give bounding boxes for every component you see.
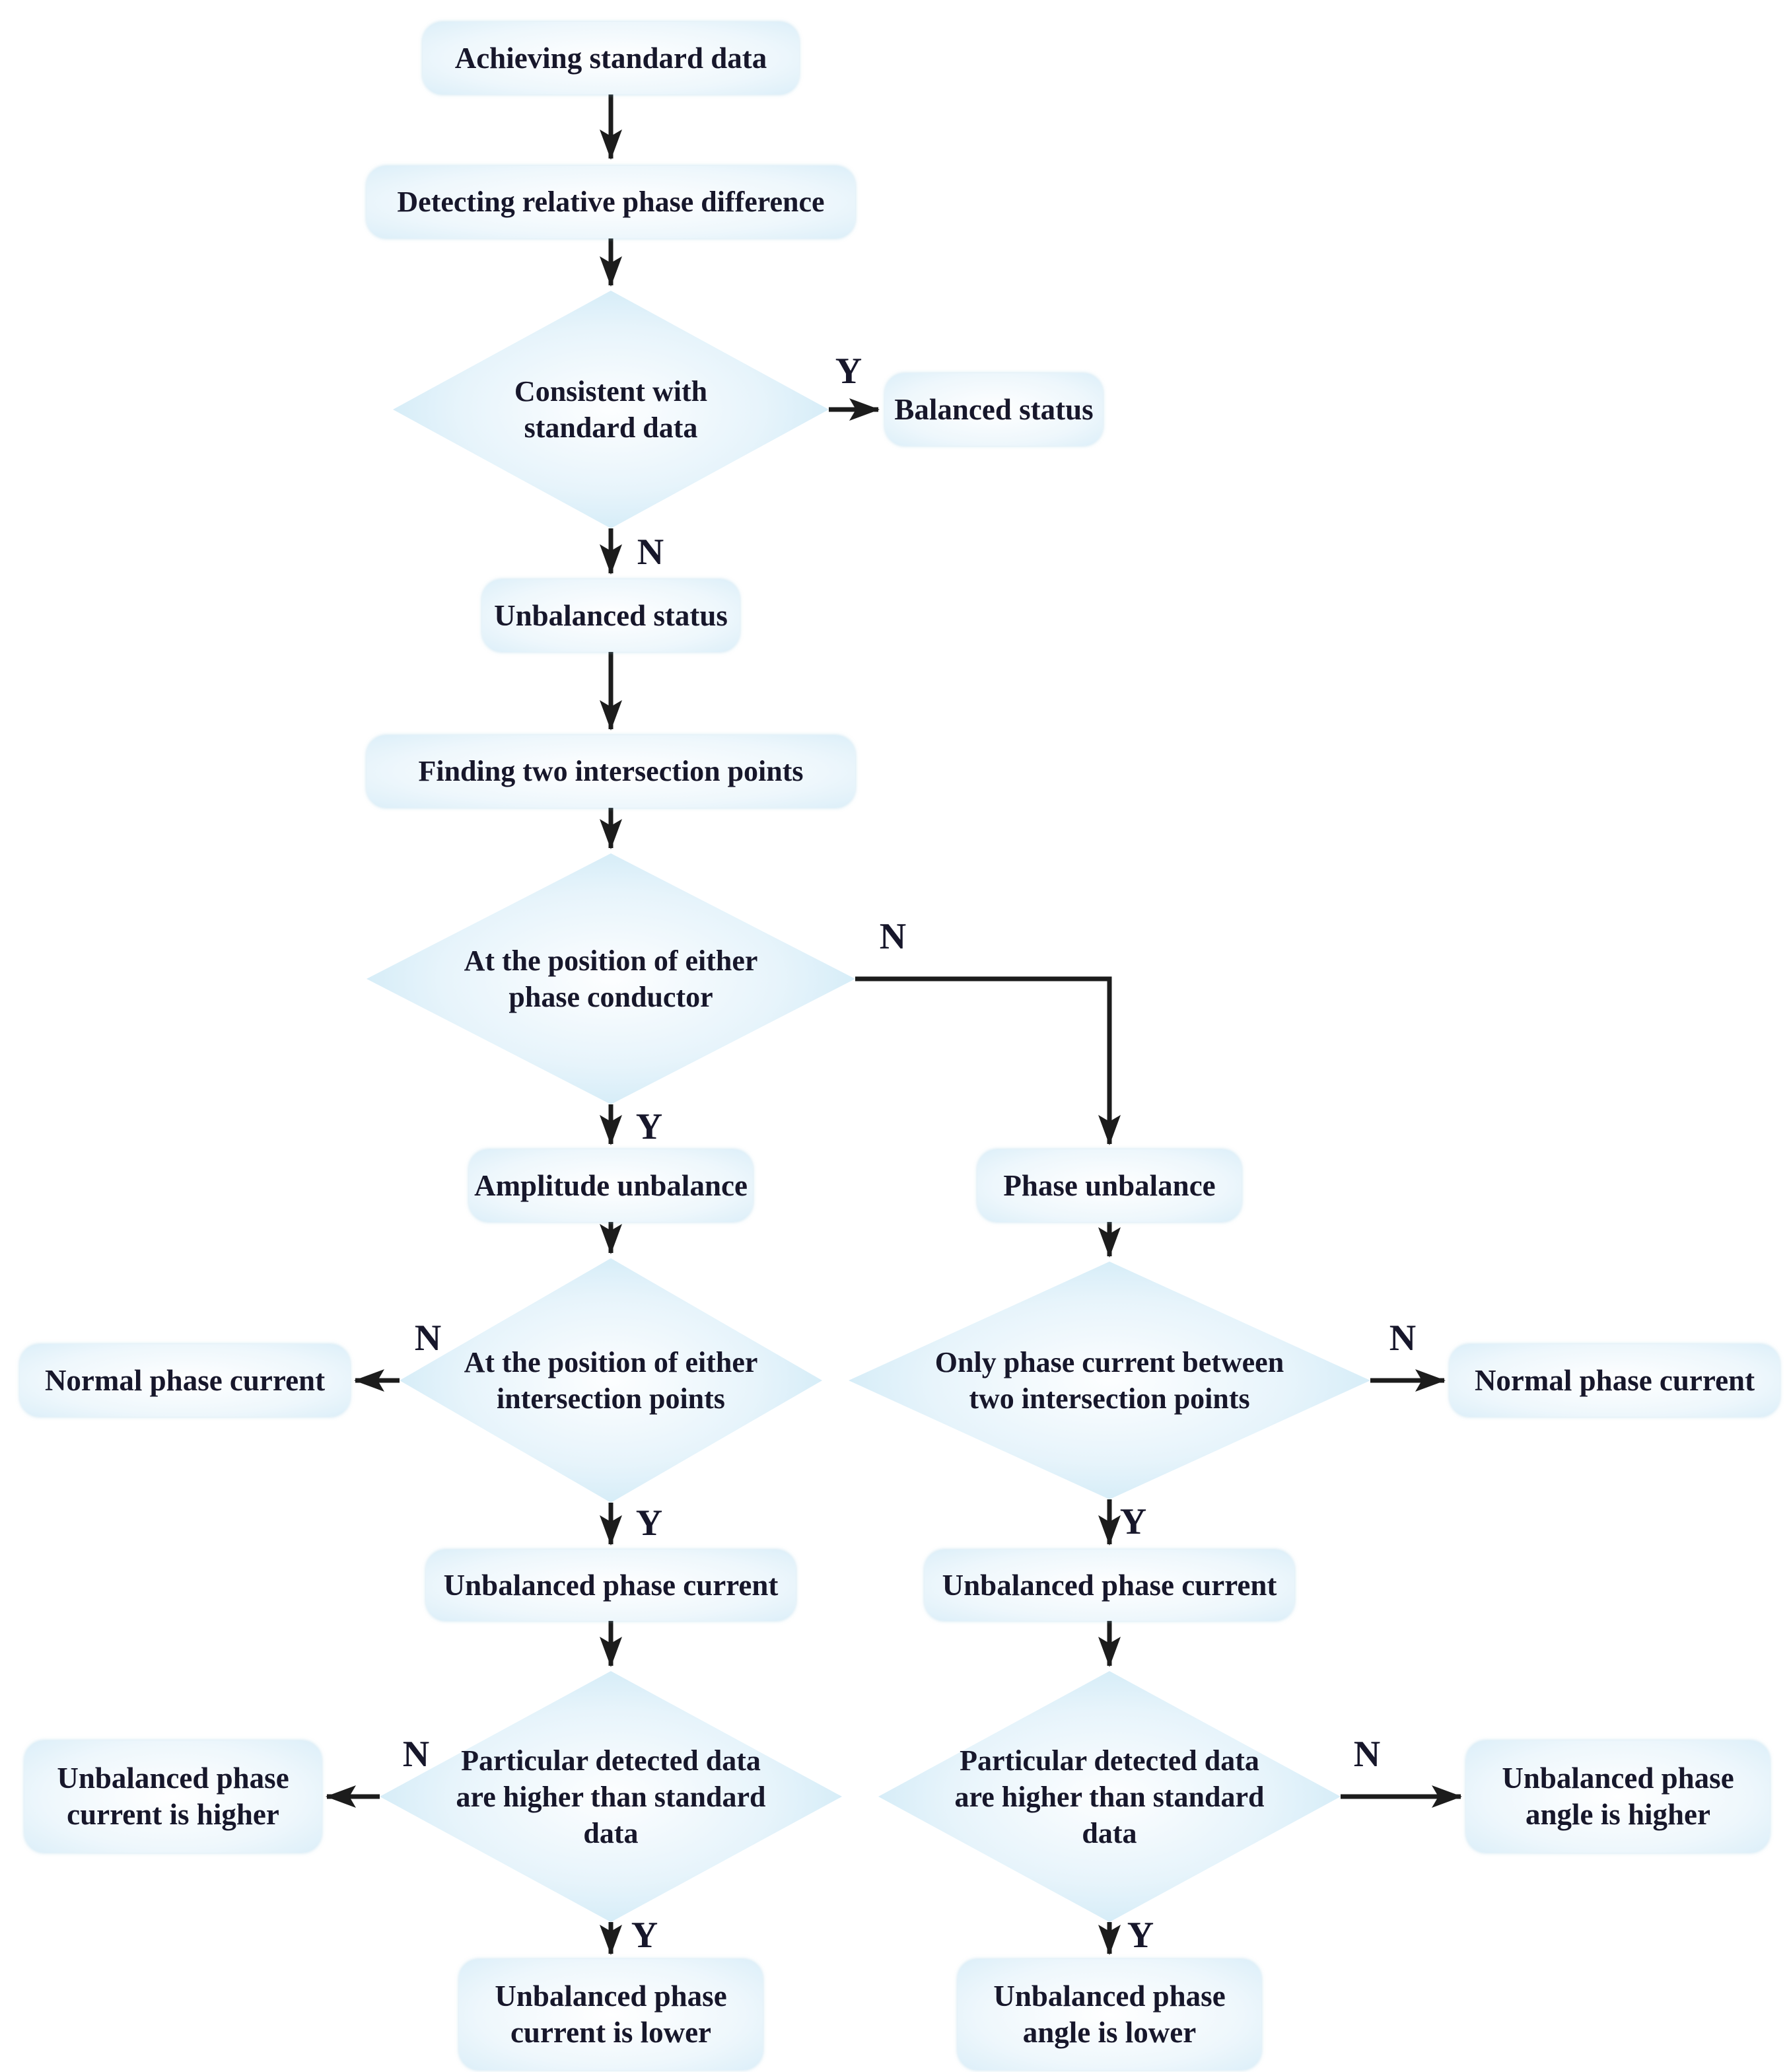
edge-label-higher-right-no: N: [1353, 1734, 1381, 1775]
node-normal-phase-current-left: Normal phase current: [20, 1344, 350, 1417]
edge-label-conductor-yes: Y: [635, 1106, 663, 1147]
node-normal-phase-current-right: Normal phase current: [1450, 1344, 1780, 1417]
decision-label: Particular detected data are higher than…: [954, 1744, 1265, 1849]
edge-label-only-no: N: [1389, 1318, 1417, 1359]
edge-label-intersection-yes: Y: [635, 1503, 663, 1544]
edge-label-only-yes: Y: [1119, 1501, 1147, 1542]
decision-only-phase-current-between-intersection-points: Only phase current between two intersect…: [849, 1262, 1370, 1499]
decision-label: Particular detected data are higher than…: [456, 1744, 766, 1849]
edge-label-higher-left-yes: Y: [631, 1915, 658, 1956]
node-unbalanced-phase-current-right: Unbalanced phase current: [925, 1550, 1294, 1621]
node-unbalanced-phase-angle-is-lower: Unbalanced phase angle is lower: [958, 1959, 1261, 2070]
node-balanced-status: Balanced status: [885, 373, 1103, 446]
node-finding-two-intersection-points: Finding two intersection points: [367, 735, 855, 808]
arrow-conductor-no-phase-unbalance: [855, 976, 1121, 1145]
decision-position-of-either-intersection-points: At the position of either intersection p…: [400, 1258, 822, 1503]
edge-label-higher-right-yes: Y: [1127, 1915, 1154, 1956]
decision-consistent-with-standard-data: Consistent with standard data: [393, 291, 829, 528]
node-phase-unbalance: Phase unbalance: [977, 1149, 1242, 1222]
decision-detected-data-higher-than-standard-right: Particular detected data are higher than…: [878, 1671, 1341, 1922]
edge-label-consistent-no: N: [637, 532, 664, 573]
node-unbalanced-phase-angle-is-higher: Unbalanced phase angle is higher: [1466, 1740, 1770, 1853]
node-unbalanced-phase-current-is-lower: Unbalanced phase current is lower: [459, 1959, 763, 2070]
decision-detected-data-higher-than-standard-left: Particular detected data are higher than…: [380, 1671, 842, 1922]
edge-label-intersection-no: N: [414, 1318, 442, 1359]
node-achieving-standard-data: Achieving standard data: [423, 22, 799, 94]
node-unbalanced-phase-current-left: Unbalanced phase current: [426, 1550, 796, 1621]
node-unbalanced-phase-current-is-higher: Unbalanced phase current is higher: [24, 1740, 322, 1853]
node-amplitude-unbalance: Amplitude unbalance: [469, 1149, 753, 1222]
node-detecting-relative-phase-difference: Detecting relative phase difference: [367, 166, 855, 238]
decision-label: Only phase current between two intersect…: [934, 1346, 1284, 1415]
edge-label-higher-left-no: N: [402, 1734, 430, 1775]
decision-label: At the position of either intersection p…: [464, 1346, 758, 1415]
node-unbalanced-status: Unbalanced status: [482, 579, 740, 652]
decision-label: At the position of either phase conducto…: [464, 945, 758, 1013]
decision-position-of-either-phase-conductor: At the position of either phase conducto…: [367, 853, 855, 1104]
decision-label: Consistent with standard data: [514, 375, 708, 444]
edge-label-conductor-no: N: [879, 916, 907, 957]
edge-label-consistent-yes: Y: [835, 351, 862, 392]
